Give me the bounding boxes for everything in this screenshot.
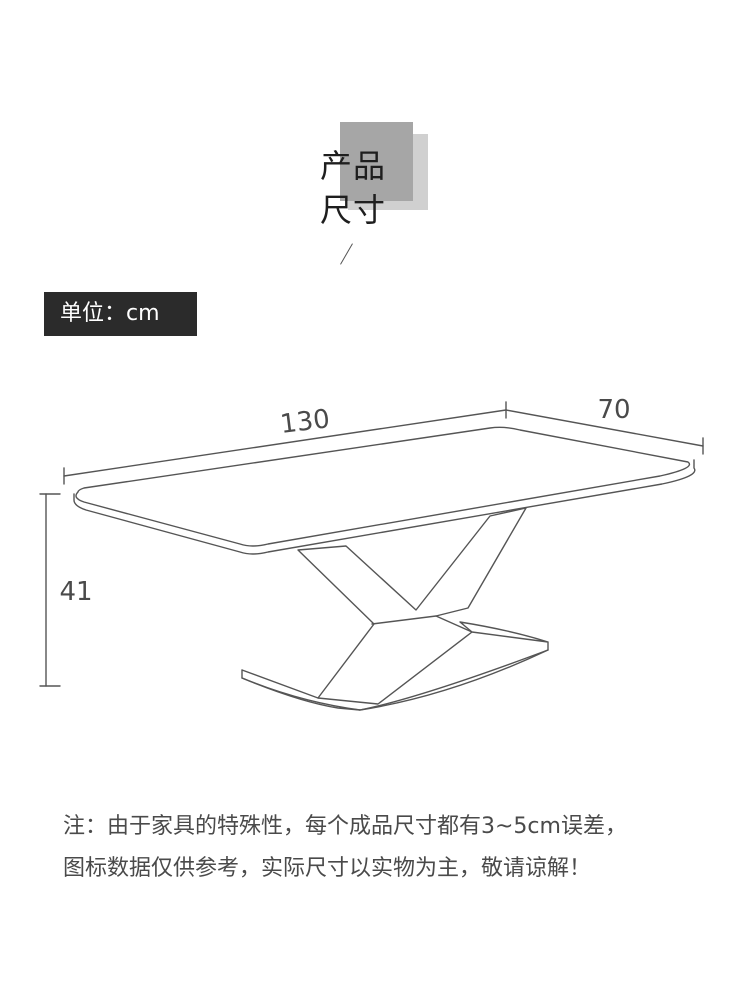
height-value: 41 [59,577,92,607]
title-slash-divider [340,243,353,265]
width-dimension-line [505,409,704,455]
table-line-drawing-icon: 130 70 41 [39,395,704,711]
note-line1: 注：由于家具的特殊性，每个成品尺寸都有3~5cm误差， [63,814,627,839]
width-value: 70 [597,395,630,425]
table-top [73,426,696,555]
section-title-line1: 产品 [320,147,387,185]
section-title-line2: 尺寸 [320,191,387,229]
table-base [241,507,549,711]
length-value: 130 [279,404,332,440]
height-dimension-line [39,493,61,687]
note-line2: 图标数据仅供参考，实际尺寸以实物为主，敬请谅解！ [63,856,592,881]
section-title-block: 产品 尺寸 [300,110,460,280]
decor-square-dark [340,122,413,201]
unit-badge: 单位：cm [44,292,197,336]
